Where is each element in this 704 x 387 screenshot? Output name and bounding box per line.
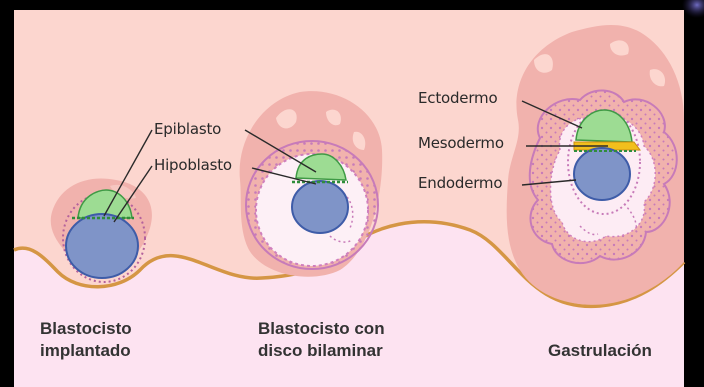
label-endoderm: Endodermo — [418, 174, 502, 192]
caption-stage-2: Blastocisto con disco bilaminar — [258, 318, 385, 362]
caption-stage-1-line2: implantado — [40, 340, 132, 362]
label-ectoderm: Ectodermo — [418, 89, 497, 107]
endoderm-3 — [574, 148, 630, 200]
hypoblast-1 — [66, 214, 138, 278]
caption-stage-1-line1: Blastocisto — [40, 318, 132, 340]
stage-2-blastocyst — [240, 91, 383, 277]
label-mesoderm: Mesodermo — [418, 134, 504, 152]
label-hypoblast: Hipoblasto — [154, 156, 232, 174]
caption-stage-2-line2: disco bilaminar — [258, 340, 385, 362]
caption-stage-1: Blastocisto implantado — [40, 318, 132, 362]
caption-stage-2-line1: Blastocisto con — [258, 318, 385, 340]
caption-stage-3-line1: Gastrulación — [548, 340, 652, 362]
label-epiblast: Epiblasto — [154, 120, 221, 138]
stage-3-embryo — [507, 25, 684, 305]
caption-stage-3: Gastrulación — [548, 340, 652, 362]
hypoblast-2 — [292, 181, 348, 233]
